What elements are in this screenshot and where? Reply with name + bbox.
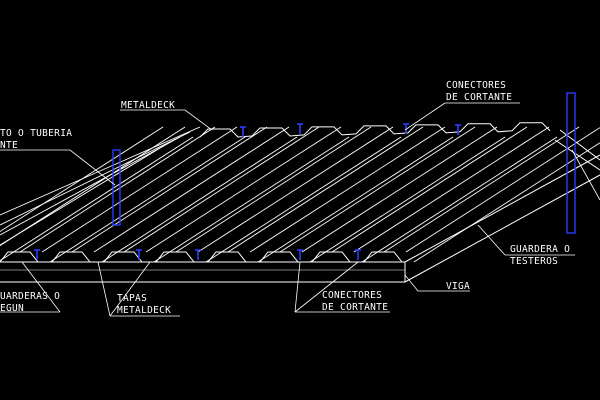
deck-rib-line [153, 136, 350, 263]
leader-lines [0, 102, 600, 317]
pipe-right [566, 92, 576, 234]
deck-rib-line [205, 136, 402, 263]
deck-rib-line [413, 142, 600, 263]
label-guardera-1: GUARDERA O [510, 244, 570, 255]
shear-connectors [34, 123, 461, 260]
label-conectores-bottom-1: CONECTORES [322, 290, 382, 301]
deck-rib-line [279, 126, 476, 253]
deck-rib-line [383, 126, 580, 253]
deck-rib-line [123, 126, 320, 253]
label-guardera-2: TESTEROS [510, 256, 558, 267]
label-guarderas-left-1: UARDERAS O [0, 291, 60, 302]
deck-rib-line [175, 126, 372, 253]
pipe-left [112, 149, 121, 226]
deck-rib-line [197, 126, 394, 253]
deck-rib-line [49, 136, 246, 263]
label-viga: VIGA [446, 281, 470, 292]
top-profile-line [199, 122, 551, 138]
deck-rib-line [0, 126, 164, 233]
label-ducto-2: NTE [0, 140, 18, 151]
deck-rib-line [257, 136, 454, 263]
deck-rib-line [41, 126, 238, 253]
deck-rib-line [0, 131, 191, 226]
label-guarderas-left-2: EGUN [0, 303, 24, 314]
deck-rib-line [93, 126, 290, 253]
deck-rib-line [145, 126, 342, 253]
deck-rib-line [0, 126, 201, 216]
deck-rib-line [0, 136, 181, 236]
label-tapas-1: TAPAS [117, 293, 147, 304]
label-conectores-top-1: CONECTORES [446, 80, 506, 91]
label-conectores-bottom-2: DE CORTANTE [322, 302, 388, 313]
deck-rib-line [0, 141, 171, 246]
deck-rib-line [361, 136, 558, 263]
deck-rib-line [331, 126, 528, 253]
deck-rib-line [353, 126, 550, 253]
right-edge-line [554, 139, 600, 171]
deck-rib-line [71, 126, 268, 253]
label-conectores-top-2: DE CORTANTE [446, 92, 512, 103]
deck-rib-line [19, 126, 216, 253]
deck-rib-line [301, 126, 498, 253]
deck-rib-line [101, 136, 298, 263]
front-profile-line [0, 251, 403, 263]
deck-rib-line [0, 136, 194, 262]
deck-ribs [0, 126, 600, 263]
label-tapas-2: METALDECK [117, 305, 171, 316]
deck-top-profile [199, 122, 600, 171]
label-metaldeck: METALDECK [121, 100, 175, 111]
deck-rib-line [227, 126, 424, 253]
deck-rib-line [249, 126, 446, 253]
deck-rib-line [309, 136, 506, 263]
label-ducto-1: TO O TUBERIA [0, 128, 72, 139]
deck-front-profile [0, 251, 403, 263]
